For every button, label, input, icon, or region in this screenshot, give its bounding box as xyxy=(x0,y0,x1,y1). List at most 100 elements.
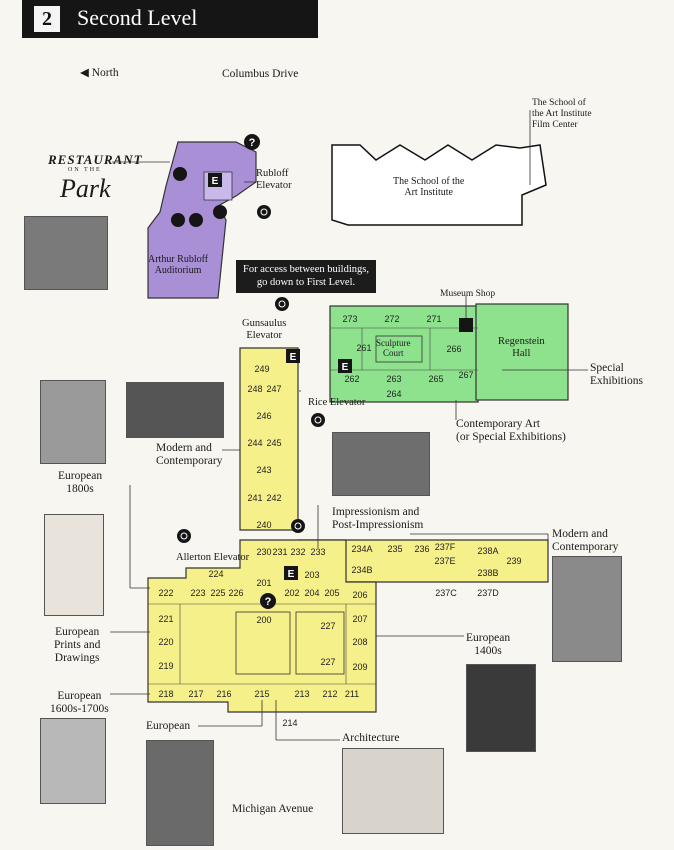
room-200[interactable]: 200 xyxy=(256,615,271,625)
room-242[interactable]: 242 xyxy=(266,493,281,503)
room-271[interactable]: 271 xyxy=(426,314,441,324)
room-232[interactable]: 232 xyxy=(290,547,305,557)
room-262[interactable]: 262 xyxy=(344,374,359,384)
north-arrow-icon: ◀ xyxy=(80,67,89,79)
rice-elevator-icon[interactable]: E xyxy=(342,362,349,373)
room-208[interactable]: 208 xyxy=(352,637,367,647)
room-215[interactable]: 215 xyxy=(254,689,269,699)
room-202[interactable]: 202 xyxy=(284,588,299,598)
room-263[interactable]: 263 xyxy=(386,374,401,384)
room-224[interactable]: 224 xyxy=(208,569,223,579)
room-201[interactable]: 201 xyxy=(256,578,271,588)
info-icon-main[interactable]: ? xyxy=(265,596,272,608)
rubloff-elevator-icon[interactable]: E xyxy=(212,176,219,187)
room-218[interactable]: 218 xyxy=(158,689,173,699)
facility-symbols xyxy=(171,167,473,332)
central-court xyxy=(235,611,291,675)
room-237F[interactable]: 237F xyxy=(435,542,456,552)
modern-contemporary-right-label: Modern and Contemporary xyxy=(552,528,619,553)
room-238B[interactable]: 238B xyxy=(477,568,498,578)
room-267[interactable]: 267 xyxy=(458,370,473,380)
room-227-upper[interactable]: 227 xyxy=(320,621,335,631)
wheelchair-icon xyxy=(291,519,305,533)
regenstein-hall[interactable] xyxy=(475,303,569,401)
room-226[interactable]: 226 xyxy=(228,588,243,598)
info-symbols: ? ? xyxy=(244,134,276,609)
room-239[interactable]: 239 xyxy=(506,556,521,566)
room-209[interactable]: 209 xyxy=(352,662,367,672)
sculpture-court-box xyxy=(375,335,423,363)
telephone-icon xyxy=(213,205,227,219)
room-227-lower[interactable]: 227 xyxy=(320,657,335,667)
room-236[interactable]: 236 xyxy=(414,544,429,554)
room-223[interactable]: 223 xyxy=(190,588,205,598)
room-213[interactable]: 213 xyxy=(294,689,309,699)
wheelchair-icon xyxy=(177,529,191,543)
room-222[interactable]: 222 xyxy=(158,588,173,598)
room-233[interactable]: 233 xyxy=(310,547,325,557)
gunsaulus-elevator-icon[interactable]: E xyxy=(290,352,297,363)
room-265[interactable]: 265 xyxy=(428,374,443,384)
room-247[interactable]: 247 xyxy=(266,384,281,394)
room-205[interactable]: 205 xyxy=(324,588,339,598)
north-label: North xyxy=(91,67,119,79)
info-icon-rubloff[interactable]: ? xyxy=(249,137,256,149)
room-220[interactable]: 220 xyxy=(158,637,173,647)
room-246[interactable]: 246 xyxy=(256,411,271,421)
room-264[interactable]: 264 xyxy=(386,389,401,399)
allerton-elevator-icon[interactable]: E xyxy=(288,569,295,580)
room-217[interactable]: 217 xyxy=(188,689,203,699)
room-244[interactable]: 244 xyxy=(247,438,262,448)
european-label: European xyxy=(146,720,191,732)
modern-contemporary-left-label: Modern and Contemporary xyxy=(156,442,223,467)
room-206[interactable]: 206 xyxy=(352,590,367,600)
room-235[interactable]: 235 xyxy=(387,544,402,554)
room-272[interactable]: 272 xyxy=(384,314,399,324)
room-214[interactable]: 214 xyxy=(282,718,297,728)
room-273[interactable]: 273 xyxy=(342,314,357,324)
room-207[interactable]: 207 xyxy=(352,614,367,624)
room-248[interactable]: 248 xyxy=(247,384,262,394)
level-title: Second Level xyxy=(77,5,198,30)
room-266[interactable]: 266 xyxy=(446,344,461,354)
room-261[interactable]: 261 xyxy=(356,343,371,353)
contemporary-art-label: Contemporary Art (or Special Exhibitions… xyxy=(456,418,566,443)
room-237C[interactable]: 237C xyxy=(435,588,457,598)
museum-shop-label: Museum Shop xyxy=(440,289,496,299)
room-221[interactable]: 221 xyxy=(158,614,173,624)
level-number: 2 xyxy=(34,6,60,32)
room-225[interactable]: 225 xyxy=(210,588,225,598)
room-203[interactable]: 203 xyxy=(304,570,319,580)
room-211[interactable]: 211 xyxy=(345,689,359,699)
allerton-elevator-label: Allerton Elevator xyxy=(176,552,250,563)
room-238A[interactable]: 238A xyxy=(477,546,498,556)
room-240[interactable]: 240 xyxy=(256,520,271,530)
room-212[interactable]: 212 xyxy=(322,689,337,699)
room-241[interactable]: 241 xyxy=(247,493,262,503)
room-230[interactable]: 230 xyxy=(256,547,271,557)
room-234A[interactable]: 234A xyxy=(351,544,372,554)
room-249[interactable]: 249 xyxy=(254,364,269,374)
wheelchair-icon xyxy=(275,297,289,311)
european-1800s-photo xyxy=(40,380,106,464)
room-231[interactable]: 231 xyxy=(272,547,287,557)
wheelchair-icon xyxy=(311,413,325,427)
room-234B[interactable]: 234B xyxy=(351,565,372,575)
rubloff-elevator-label: Rubloff Elevator xyxy=(256,168,292,191)
accessibility-symbols xyxy=(177,205,325,543)
room-216[interactable]: 216 xyxy=(216,689,231,699)
room-243[interactable]: 243 xyxy=(256,465,271,475)
gunsaulus-elevator-label: Gunsaulus Elevator xyxy=(242,318,287,341)
restaurant-logo[interactable]: RESTAURANT ON THE Park xyxy=(48,152,142,212)
room-219[interactable]: 219 xyxy=(158,661,173,671)
architecture-label: Architecture xyxy=(342,732,400,744)
impressionism-photo xyxy=(332,432,430,496)
special-exhibitions-label: Special Exhibitions xyxy=(590,362,644,387)
room-204[interactable]: 204 xyxy=(304,588,319,598)
room-237E[interactable]: 237E xyxy=(434,556,455,566)
school-building[interactable] xyxy=(331,144,547,226)
room-245[interactable]: 245 xyxy=(266,438,281,448)
prints-drawing-photo xyxy=(44,514,104,616)
room-237D[interactable]: 237D xyxy=(477,588,499,598)
